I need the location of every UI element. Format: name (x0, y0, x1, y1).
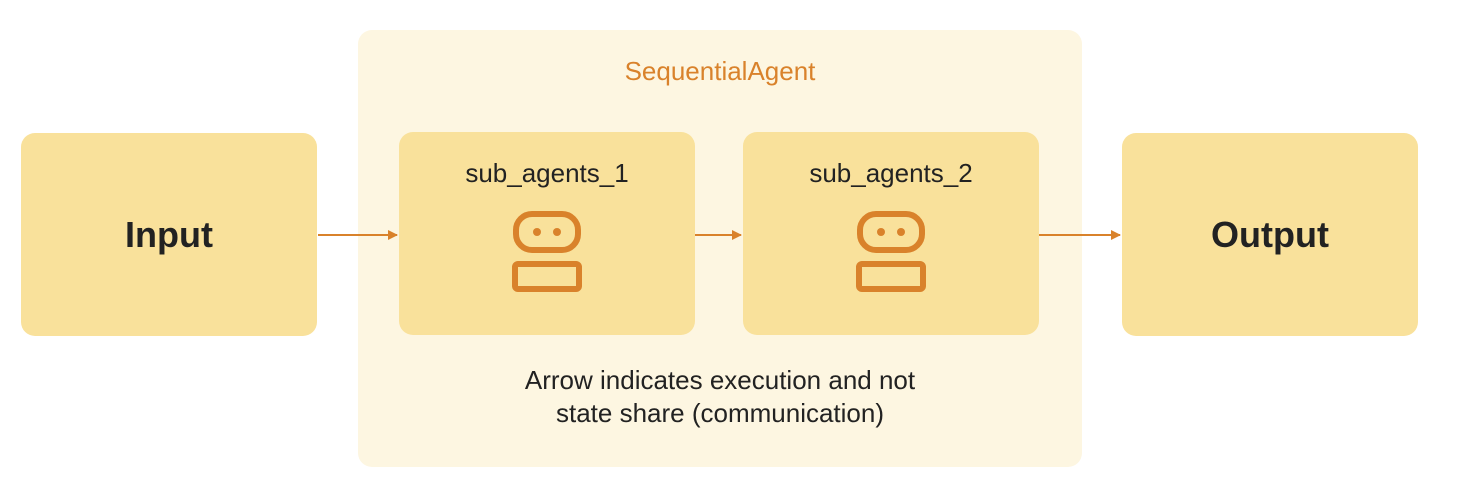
sequential-agent-container: SequentialAgent sub_agents_1 sub_agents_… (358, 30, 1082, 467)
sub-agent-1-label: sub_agents_1 (465, 158, 629, 188)
caption-line-1: Arrow indicates execution and not (524, 365, 916, 395)
output-box: Output (1122, 133, 1418, 336)
sub-agent-2-box: sub_agents_2 (743, 132, 1039, 335)
arrow-caption: Arrow indicates execution and not state … (358, 364, 1082, 430)
sub-agent-1-box: sub_agents_1 (399, 132, 695, 335)
caption-line-2: state share (communication) (555, 398, 885, 428)
robot-icon (512, 211, 582, 292)
sub-agent-2-label: sub_agents_2 (809, 158, 973, 188)
robot-icon (856, 211, 926, 292)
output-label: Output (1211, 213, 1329, 255)
input-box: Input (21, 133, 317, 336)
input-label: Input (125, 213, 213, 255)
sequential-agent-title: SequentialAgent (624, 56, 816, 86)
